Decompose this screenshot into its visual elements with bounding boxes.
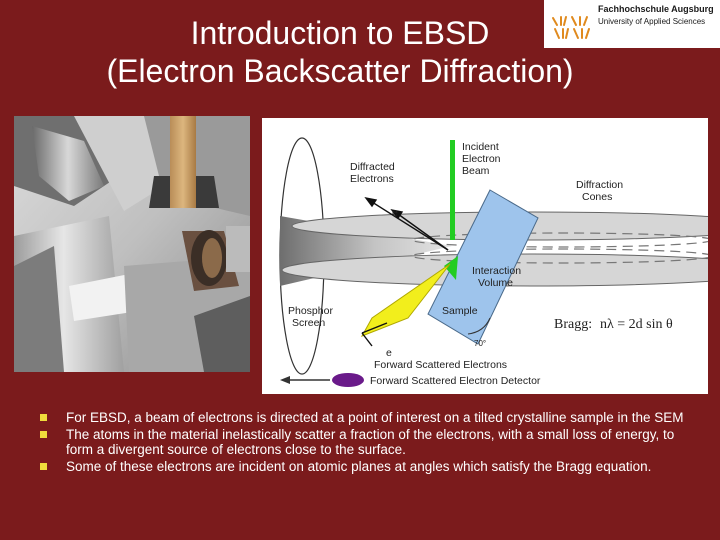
label-interaction-1: Interaction	[472, 265, 521, 277]
label-electron-1: e	[392, 207, 398, 219]
label-incident-1: Incident	[462, 141, 499, 153]
bullet-text: Some of these electrons are incident on …	[66, 459, 652, 474]
label-diffracted-1: Diffracted	[350, 161, 395, 173]
bullet-square-icon	[40, 463, 47, 470]
label-bragg: Bragg:	[554, 317, 592, 332]
label-incident-3: Beam	[462, 165, 490, 177]
label-interaction-2: Volume	[478, 277, 513, 289]
logo-subtitle: University of Applied Sciences	[598, 17, 706, 26]
bullet-square-icon	[40, 414, 47, 421]
label-angle: 70°	[474, 339, 486, 348]
bullet-square-icon	[40, 431, 47, 438]
forward-scattered-cone	[360, 263, 451, 337]
bullet-item: The atoms in the material inelastically …	[36, 427, 686, 457]
label-cones-2: Cones	[582, 191, 612, 203]
inner-cone-1	[411, 232, 708, 248]
sample-plate	[427, 189, 539, 345]
label-forward-scattered: Forward Scattered Electrons	[374, 359, 507, 371]
ebsd-geometry-diagram: Incident Electron Beam Diffracted Electr…	[262, 118, 708, 394]
sem-chamber-photo	[14, 116, 250, 372]
inner-cone-2	[411, 248, 708, 264]
interaction-volume	[444, 256, 458, 280]
bullet-item: For EBSD, a beam of electrons is directe…	[36, 410, 686, 425]
label-sample: Sample	[442, 305, 478, 317]
label-phosphor-1: Phosphor	[288, 305, 333, 317]
logo-name: Fachhochschule Augsburg	[598, 4, 714, 14]
incident-beam	[450, 140, 455, 240]
detector-icon	[332, 373, 364, 387]
label-diffracted-2: Electrons	[350, 173, 394, 185]
label-phosphor-2: Screen	[292, 317, 325, 329]
title-line-2: (Electron Backscatter Diffraction)	[106, 53, 574, 89]
label-cones-1: Diffraction	[576, 179, 623, 191]
label-electron-2: e	[386, 347, 392, 359]
title-line-1: Introduction to EBSD	[190, 15, 490, 51]
bullet-text: The atoms in the material inelastically …	[66, 427, 675, 457]
bullet-list: For EBSD, a beam of electrons is directe…	[36, 410, 686, 476]
bullet-text: For EBSD, a beam of electrons is directe…	[66, 410, 684, 425]
slide-title: Introduction to EBSD (Electron Backscatt…	[40, 14, 640, 90]
bragg-equation: nλ = 2d sin θ	[600, 317, 673, 332]
label-incident-2: Electron	[462, 153, 501, 165]
university-logo: Fachhochschule Augsburg University of Ap…	[544, 0, 720, 48]
angle-arc	[467, 317, 491, 335]
bullet-item: Some of these electrons are incident on …	[36, 459, 686, 474]
label-detector: Forward Scattered Electron Detector	[370, 375, 541, 387]
logo-mark-icon	[552, 16, 590, 39]
